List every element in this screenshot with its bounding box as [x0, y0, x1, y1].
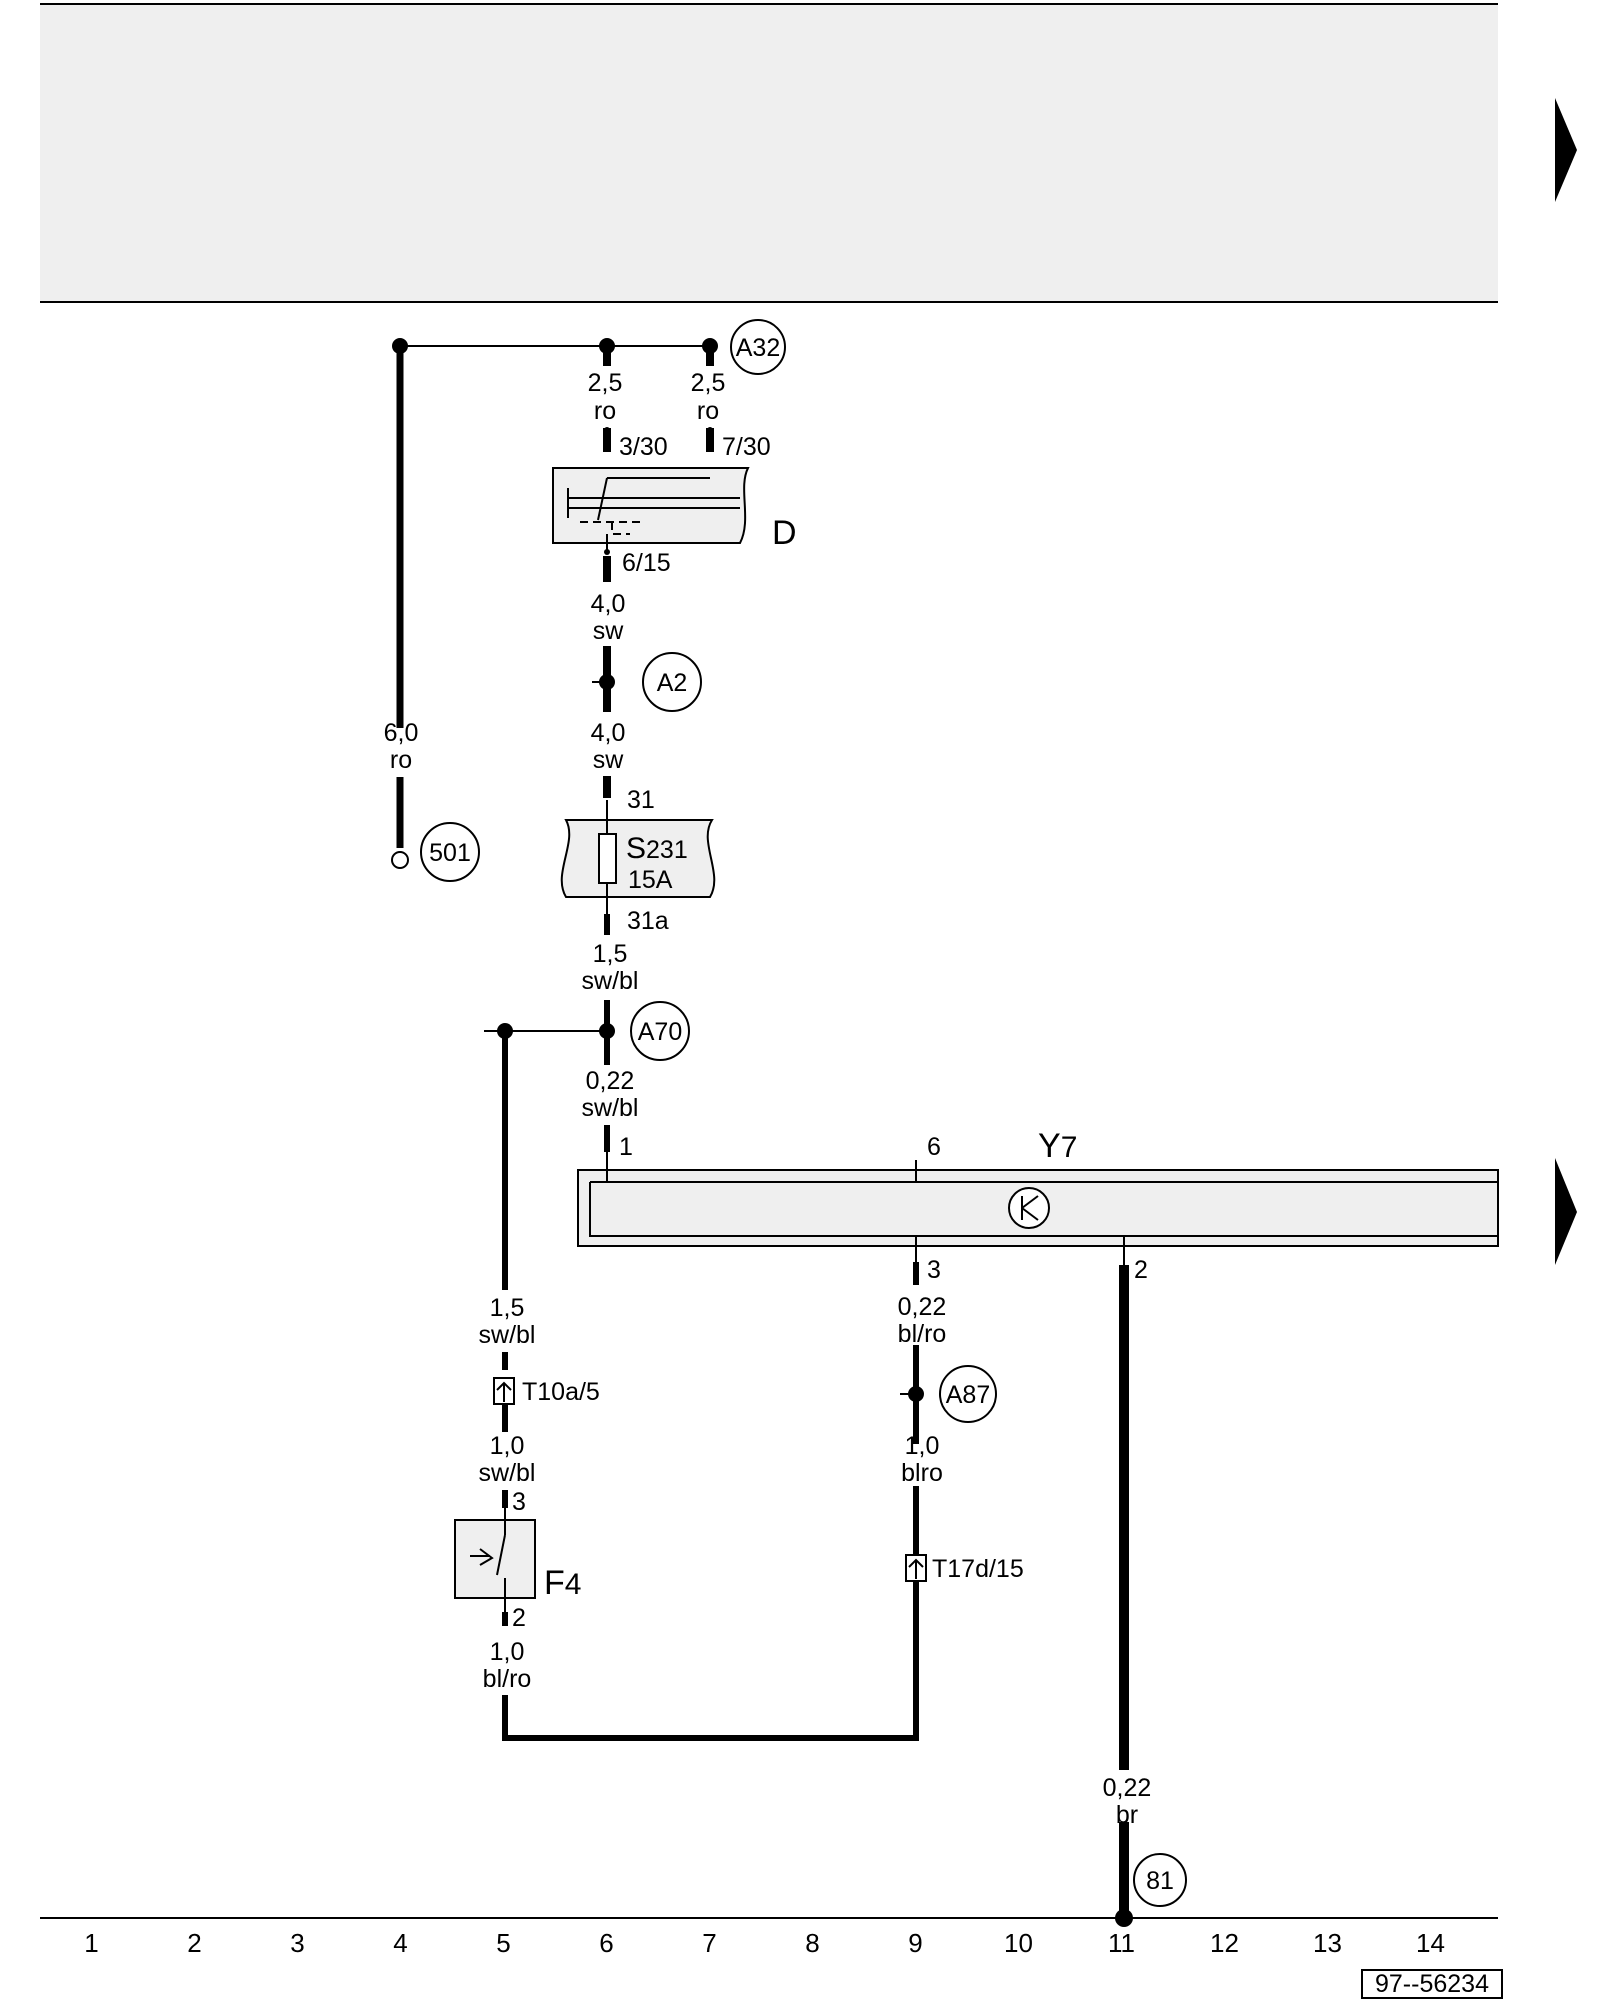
junction-dot	[392, 338, 408, 354]
reference-circle	[1133, 1853, 1187, 1907]
pin-label: 3	[927, 1256, 941, 1284]
wire-size: 1,0	[905, 1432, 940, 1460]
wire-size: 4,0	[591, 590, 626, 618]
track-number: 3	[290, 1928, 304, 1958]
junction-label-circle	[730, 319, 786, 375]
wire-color: br	[1116, 1801, 1138, 1829]
wire-size: 2,5	[691, 369, 726, 397]
junction-dot	[599, 338, 615, 354]
transistor-icon	[1008, 1187, 1050, 1229]
pin-dot	[604, 427, 610, 433]
track-number: 13	[1313, 1928, 1342, 1958]
component-y7-label: Y7	[1038, 1127, 1077, 1165]
track-number: 8	[805, 1928, 819, 1958]
wire-size: 0,22	[1103, 1774, 1152, 1802]
component-y7	[577, 1152, 1499, 1265]
connector-t10a	[493, 1377, 515, 1405]
pin-dot	[707, 427, 713, 433]
wire-size: 0,22	[898, 1293, 947, 1321]
track-number: 6	[599, 1928, 613, 1958]
track-number: 2	[187, 1928, 201, 1958]
wire-size: 1,5	[490, 1294, 525, 1322]
junction-label: A87	[946, 1381, 990, 1409]
track-number: 7	[702, 1928, 716, 1958]
fuse-s231	[560, 800, 716, 914]
wire-size: 2,5	[588, 369, 623, 397]
wire-size: 6,0	[384, 719, 419, 747]
pin-label: 3/30	[619, 433, 668, 461]
track-number: 4	[393, 1928, 407, 1958]
pin-label: 3	[512, 1488, 526, 1516]
junction-label: A2	[657, 669, 688, 697]
component-f4-label: F4	[544, 1564, 581, 1602]
pin-label: 7/30	[722, 433, 771, 461]
wire-color: sw/bl	[479, 1459, 536, 1487]
track-number: 5	[496, 1928, 510, 1958]
junction-label-circle	[939, 1365, 997, 1423]
wire-color: bl/ro	[898, 1320, 947, 1348]
component-d	[552, 467, 750, 552]
header-band	[40, 4, 1498, 302]
pin-label: 2	[512, 1604, 526, 1632]
wire-size: 1,5	[593, 940, 628, 968]
wire-size: 1,0	[490, 1638, 525, 1666]
pin-label: 6/15	[622, 549, 671, 577]
wire-size: 0,22	[586, 1067, 635, 1095]
junction-label-circle	[630, 1001, 690, 1061]
component-f4	[454, 1508, 536, 1612]
track-number: 10	[1004, 1928, 1033, 1958]
pin-label: 31	[627, 786, 655, 814]
junction-label: A70	[638, 1018, 682, 1046]
junction-dot	[599, 1023, 615, 1039]
fuse-rating: 15A	[628, 866, 673, 894]
junction-label-circle	[642, 652, 702, 712]
wire-color: ro	[594, 397, 616, 425]
wire-color: bl/ro	[483, 1665, 532, 1693]
wire-color: blro	[901, 1459, 943, 1487]
junction-dot	[702, 338, 718, 354]
fuse-name: S231	[626, 832, 688, 865]
connector-label: T10a/5	[522, 1378, 600, 1406]
pin-label: 6	[927, 1133, 941, 1161]
terminal-icon	[391, 851, 409, 869]
wire-size: 1,0	[490, 1432, 525, 1460]
diagram-id-box	[1361, 1969, 1503, 1999]
track-number: 11	[1108, 1928, 1135, 1958]
wire-color: sw	[593, 746, 625, 774]
continuation-arrow-icon	[1555, 1158, 1577, 1265]
track-number: 1	[84, 1928, 98, 1958]
wire-color: sw/bl	[582, 1094, 639, 1122]
track-number: 14	[1416, 1928, 1445, 1958]
reference-label: 81	[1146, 1867, 1174, 1895]
wire-f4-out	[502, 1575, 919, 1741]
wire-size: 4,0	[591, 719, 626, 747]
wire-color: ro	[390, 746, 412, 774]
pin-label: 2	[1134, 1256, 1148, 1284]
wire-color: ro	[697, 397, 719, 425]
pin-label: 1	[619, 1133, 633, 1161]
component-d-label: D	[772, 514, 797, 552]
pin-label: 31a	[627, 907, 669, 935]
reference-label: 501	[429, 839, 471, 867]
wire-color: sw/bl	[582, 967, 639, 995]
junction-label: A32	[736, 334, 780, 362]
track-number: 12	[1210, 1928, 1239, 1958]
track-number: 9	[908, 1928, 922, 1958]
continuation-arrow-icon	[1555, 98, 1577, 202]
reference-circle	[420, 822, 480, 882]
junction-dot	[497, 1023, 513, 1039]
wire-color: sw	[593, 617, 625, 645]
connector-label: T17d/15	[932, 1555, 1024, 1583]
wire-color: sw/bl	[479, 1321, 536, 1349]
connector-t17d	[905, 1554, 927, 1582]
diagram-id: 97--56234	[1375, 1970, 1489, 1998]
